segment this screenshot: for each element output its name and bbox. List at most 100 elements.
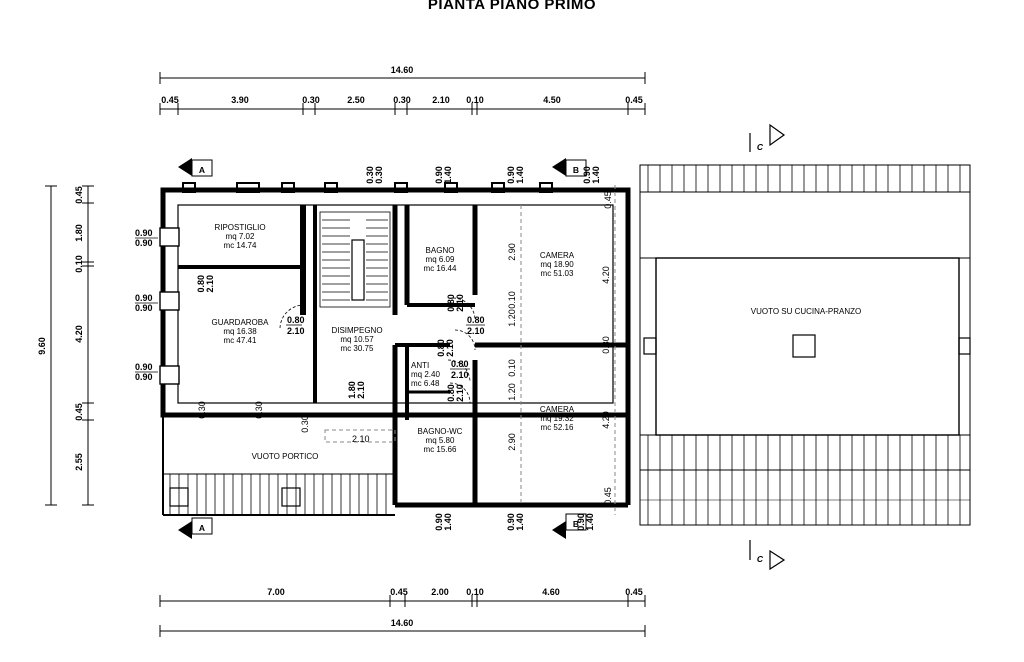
room-camera2-mq: mq 19.32 [540,414,574,423]
room-disimpegno-mq: mq 10.57 [340,335,374,344]
building-walls [160,182,631,508]
bot-open-f: 1.40 [585,513,595,531]
room-bagnowc-mc: mc 15.66 [424,445,457,454]
room-vuoto-portico: VUOTO PORTICO [252,452,319,461]
door-rip-h: 2.10 [205,275,215,293]
room-camera1-name: CAMERA [540,251,575,260]
roof-tiles [647,165,961,525]
camera-dim-2b: 0.10 [507,359,517,377]
section-b-top: B [552,158,587,177]
top-dim-4: 2.50 [347,95,365,105]
top-open-a: 0.30 [365,166,375,184]
section-c-bottom: C [749,540,786,571]
top-open-d: 1.40 [443,166,453,184]
room-camera2-name: CAMERA [540,405,575,414]
stair-door-h: 2.10 [356,381,366,399]
door2-w: 0.80 [467,315,485,325]
room-bagno-name: BAGNO [426,246,455,255]
camera-dim-1: 2.90 [507,243,517,261]
wall-dim-a: 0.30 [197,401,207,419]
corridor-dim: 2.10 [352,434,370,444]
top-dim-7: 0.10 [466,95,484,105]
top-open-f: 1.40 [515,166,525,184]
section-a-bottom-label: A [199,523,205,533]
top-dim-8: 4.50 [543,95,561,105]
camera-dim-6: 2.90 [507,433,517,451]
top-dimensions [159,72,646,115]
room-camera1-mc: mc 51.03 [541,269,574,278]
win2-w: 0.90 [135,293,153,303]
room-bagnowc-name: BAGNO-WC [418,427,463,436]
bottom-total-dim: 14.60 [391,618,414,628]
top-open-g: 0.90 [582,166,592,184]
section-a-top-label: A [199,165,205,175]
camera-dim-5: 0.30 [601,336,611,354]
top-dim-1: 0.45 [161,95,179,105]
bot-open-d: 1.40 [515,513,525,531]
door-anti-h: 2.10 [445,339,455,357]
win3-w: 0.90 [135,362,153,372]
room-guardaroba-name: GUARDAROBA [212,318,270,327]
section-a-top: A [178,158,213,177]
door1-w: 0.80 [287,315,305,325]
bot-open-e: 0.90 [576,513,586,531]
door-swings [279,297,476,404]
room-bagno-mq: mq 6.09 [426,255,455,264]
bottom-dim-2: 0.45 [390,587,408,597]
top-dim-3: 0.30 [302,95,320,105]
win2-h: 0.90 [135,303,153,313]
left-total-dim: 9.60 [37,337,47,355]
bot-open-c: 0.90 [506,513,516,531]
roof-block [639,164,971,526]
bottom-dim-4: 0.10 [466,587,484,597]
opening-labels: 0.90 0.90 0.90 0.90 0.90 0.90 0.80 2.10 … [135,166,613,531]
bottom-dim-3: 2.00 [431,587,449,597]
door1-h: 2.10 [287,326,305,336]
camera-dim-4: 4.20 [601,266,611,284]
room-anti-mc: mc 6.48 [411,379,440,388]
plan-title: PIANTA PIANO PRIMO [427,0,597,13]
room-disimpegno-name: DISIMPEGNO [331,326,382,335]
left-dim-4: 4.20 [74,325,84,343]
door-rip-w: 0.80 [196,275,206,293]
bottom-dim-6: 0.45 [625,587,643,597]
top-open-h: 1.40 [591,166,601,184]
room-anti-mq: mq 2.40 [411,370,440,379]
top-dim-6: 2.10 [432,95,450,105]
side-dim-a: 0.45 [603,191,613,209]
dashed-guides [324,185,616,515]
door-bagno-w: 0.80 [446,294,456,312]
win1-h: 0.90 [135,238,153,248]
section-b-bottom: B [552,513,587,539]
section-markers: A A B B C C [178,123,786,571]
win3-h: 0.90 [135,372,153,382]
camera-dim-3b: 1.20 [507,383,517,401]
porch-tiles [169,474,387,515]
door-wc-w: 0.80 [446,384,456,402]
section-a-bottom: A [178,517,213,539]
bottom-dim-1: 7.00 [267,587,285,597]
stair-door-w: 1.80 [347,381,357,399]
room-ripostiglio-mq: mq 7.02 [226,232,255,241]
section-b-bottom-label: B [573,519,579,529]
door2-h: 2.10 [467,326,485,336]
left-windows [159,227,180,385]
wall-dim-b: 0.30 [254,401,264,419]
room-guardaroba-mc: mc 47.41 [224,336,257,345]
room-ripostiglio-name: RIPOSTIGLIO [214,223,265,232]
room-labels: RIPOSTIGLIO mq 7.02 mc 14.74 GUARDAROBA … [212,223,575,461]
top-open-e: 0.90 [506,166,516,184]
left-dim-5: 0.45 [74,403,84,421]
section-c-bottom-label: C [757,554,764,564]
porch [162,415,395,516]
top-total-dim: 14.60 [391,65,414,75]
left-dim-6: 2.55 [74,453,84,471]
top-open-c: 0.90 [434,166,444,184]
section-c-top: C [749,123,786,152]
door3-h: 2.10 [451,370,469,380]
side-dim-b: 0.45 [603,487,613,505]
left-dimensions [45,185,94,506]
room-guardaroba-mq: mq 16.38 [223,327,257,336]
top-dim-2: 3.90 [231,95,249,105]
